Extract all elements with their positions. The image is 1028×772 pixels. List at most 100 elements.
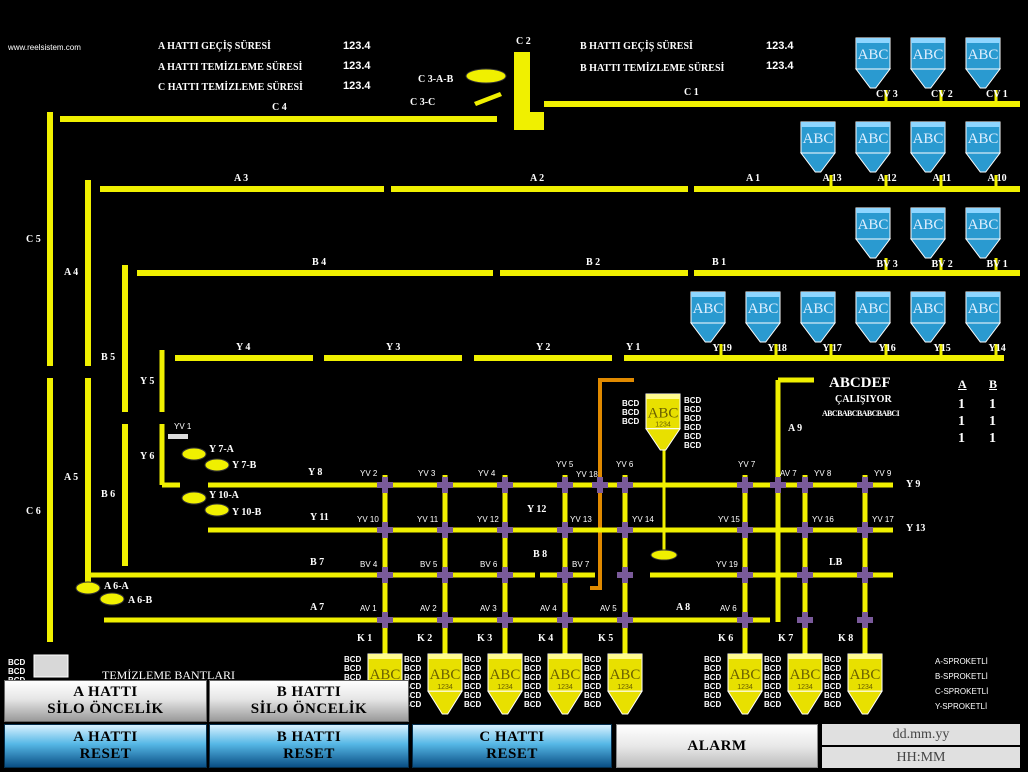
bcd-text: BCD [584,691,602,700]
silo-label: Y 19 [712,343,732,354]
a-transition-label: A HATTI GEÇİŞ SÜRESİ [158,41,271,52]
bcd-text: BCD [344,655,362,664]
silo-cone [909,322,947,343]
valve-v [502,567,508,583]
valve-v [622,477,628,493]
line-label: Y 7-B [232,460,257,471]
b-line-reset-button[interactable]: B HATTI RESET [209,724,409,768]
silo: ABC [854,121,892,173]
silo-cone [854,152,892,173]
status-row1-b: 1 [989,397,996,412]
silo-cone [854,68,892,89]
silo-body [910,37,946,70]
bcd-text: BCD [344,673,362,682]
valve-label: AV 3 [480,604,497,613]
bcd-text: BCD [622,399,640,408]
silo-cone [744,322,782,343]
bcd-text: BCD [704,691,722,700]
bcd-text: BCD [404,673,422,682]
valve-label: YV 13 [570,515,592,524]
b-line-silo-priority-button[interactable]: B HATTI SİLO ÖNCELİK [209,680,409,722]
valve-label: YV 18 [576,470,598,479]
silo-body [855,121,891,154]
silo-top [856,38,890,43]
bcd-text: BCD [684,396,702,405]
silo: ABC [909,207,947,259]
valve-y7-b [204,458,230,472]
bcd-text: BCD [584,655,602,664]
bcd-text: BCD [464,673,482,682]
c-reset-line1: C HATTI [479,729,545,745]
bcd-text: BCD [704,664,722,673]
silo-name: ABC [968,131,999,147]
bcd-text: BCD [684,441,702,450]
k-label: K 4 [538,633,554,644]
silo-name: ABC [610,667,641,683]
status-state: ÇALIŞIYOR [835,394,892,405]
silo-name: ABC [550,667,581,683]
silo: ABC [964,207,1002,259]
line-label: A 6-A [104,581,129,592]
bcd-text: BCD [704,682,722,691]
silo-name: ABC [648,406,679,422]
a-clean-label: A HATTI TEMİZLEME SÜRESİ [158,62,303,73]
line-label: C 2 [516,36,531,47]
line-label: Y 7-A [209,444,234,455]
k-label: K 3 [477,633,493,644]
silo: ABC [854,207,892,259]
line-label: A 8 [676,602,691,613]
valve-label: YV 16 [812,515,834,524]
silo-top [856,292,890,297]
grey-silo [33,654,69,678]
silo-cone [547,690,583,715]
silo-label: CV 2 [931,89,953,100]
b-priority-line1: B HATTI [276,684,342,700]
valve-a6-a [75,581,101,595]
silo-cone [909,238,947,259]
valve-v [742,612,748,628]
a-line-silo-priority-button[interactable]: A HATTI SİLO ÖNCELİK [4,680,207,722]
feed-valve [650,549,678,561]
valve-v [622,612,628,628]
bcd-text: BCD [584,664,602,673]
silo-label: CV 3 [876,89,898,100]
bcd-text: BCD [464,655,482,664]
silo-cone [727,690,763,715]
silo-label: A 13 [822,173,842,184]
b-clean-label: B HATTI TEMİZLEME SÜRESİ [580,63,725,74]
line-label: Y 12 [527,504,547,515]
valve-v [622,522,628,538]
silo: ABC [799,121,837,173]
silo-cone [964,152,1002,173]
conveyor-c2-chute [514,52,544,130]
silo-top [911,38,945,43]
line-label: B 4 [312,257,327,268]
c-line-reset-button[interactable]: C HATTI RESET [412,724,612,768]
silo-cone [964,322,1002,343]
silo-label: A 12 [877,173,897,184]
valve-label: AV 6 [720,604,737,613]
alarm-button[interactable]: ALARM [616,724,818,768]
silo-name: ABC [370,667,401,683]
silo-label: Y 18 [767,343,787,354]
line-label: A 9 [788,423,803,434]
a-priority-line1: A HATTI [73,684,138,700]
bcd-text: BCD [704,700,722,709]
date-display: dd.mm.yy [822,724,1020,745]
silo-sub: 1234 [497,684,513,691]
legend-a: A-SPROKETLİ [935,657,988,666]
valve-v [802,477,808,493]
line-label: Y 1 [626,342,641,353]
bcd-text: BCD [464,664,482,673]
b-reset-line2: RESET [283,746,335,762]
valve-label: AV 7 [780,469,797,478]
line-label: A 2 [530,173,545,184]
silo-sub: 1234 [797,684,813,691]
a-line-reset-button[interactable]: A HATTI RESET [4,724,207,768]
valve-label: BV 5 [420,560,438,569]
valve-y7-a [181,447,207,461]
